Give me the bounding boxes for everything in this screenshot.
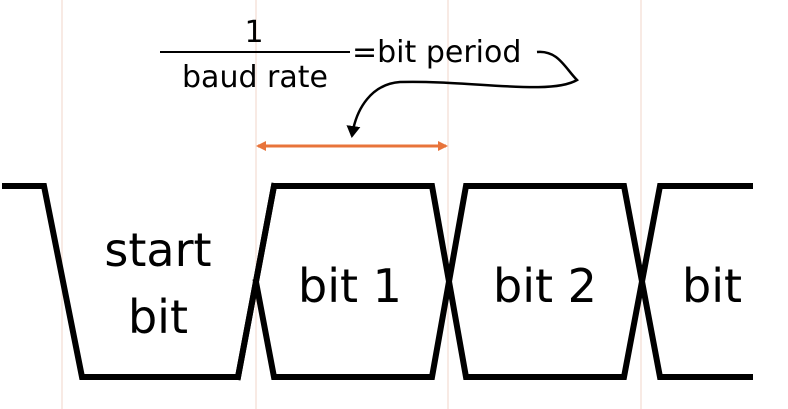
waveform <box>2 182 753 381</box>
pointer-arrow <box>346 50 580 138</box>
bit-3-label-partial: bit <box>682 259 742 313</box>
start-bit-label-line1: start <box>104 223 211 277</box>
formula-denominator: baud rate <box>182 60 328 95</box>
bit-2-label: bit 2 <box>493 259 597 313</box>
start-bit-label-line2: bit <box>128 290 188 344</box>
data-bit-waveform <box>234 182 753 381</box>
formula-result: =bit period <box>352 35 521 70</box>
guide-lines <box>61 0 642 409</box>
bit-1-label: bit 1 <box>298 259 402 313</box>
formula-numerator: 1 <box>244 15 263 50</box>
bit-labels: start bit bit 1 bit 2 bit <box>104 223 742 344</box>
formula: 1 baud rate =bit period <box>160 15 521 95</box>
